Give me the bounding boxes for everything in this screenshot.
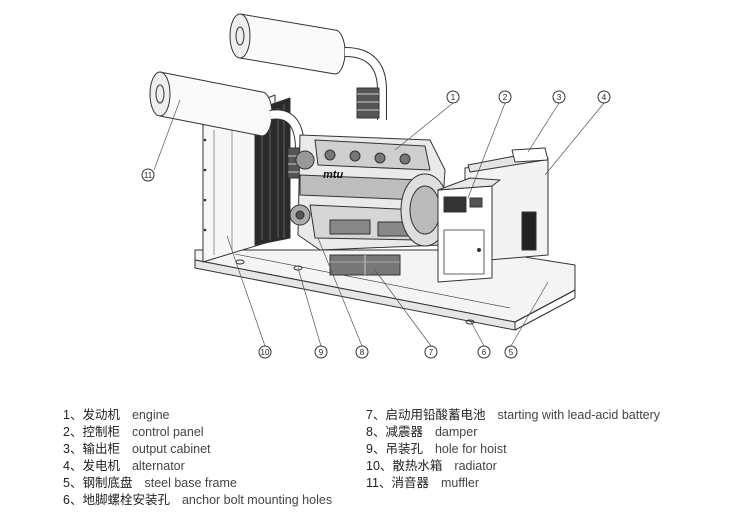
svg-text:3: 3	[557, 93, 562, 102]
hoist-hole	[293, 265, 303, 271]
svg-text:4: 4	[602, 93, 607, 102]
legend-item: 8、减震器 damper	[366, 424, 660, 441]
callout-2: 2	[498, 90, 512, 104]
legend-label-cn: 吊装孔	[385, 442, 423, 456]
callouts: 1 2 3 4 5 6 7 8 9 10 11	[141, 90, 611, 359]
legend-number: 8、	[366, 425, 386, 439]
svg-text:9: 9	[319, 348, 324, 357]
legend-number: 3、	[63, 442, 83, 456]
legend-item: 3、输出柜 output cabinet	[63, 441, 332, 458]
generator-set-diagram: mtu	[141, 13, 611, 359]
output-cabinet	[511, 147, 549, 163]
svg-text:1: 1	[451, 93, 456, 102]
callout-10: 10	[258, 345, 272, 359]
legend-label-en: muffler	[441, 476, 479, 490]
legend-number: 2、	[63, 425, 83, 439]
legend-label-en: anchor bolt mounting holes	[181, 493, 333, 507]
legend-number: 6、	[63, 493, 83, 507]
legend-label-en: control panel	[131, 425, 204, 439]
legend-label-en: radiator	[454, 459, 497, 473]
callout-1: 1	[446, 90, 460, 104]
legend-label-en: output cabinet	[131, 442, 211, 456]
legend-number: 4、	[63, 459, 83, 473]
legend-item: 11、消音器 muffler	[366, 475, 660, 492]
callout-7: 7	[424, 345, 438, 359]
starting-battery	[329, 254, 401, 276]
legend-left: 1、发动机 engine 2、控制柜 control panel 3、输出柜 outp…	[63, 407, 332, 509]
legend-number: 10、	[366, 459, 393, 473]
legend-number: 5、	[63, 476, 83, 490]
legend-label-cn: 散热水箱	[392, 459, 443, 473]
legend-number: 11、	[366, 476, 392, 490]
svg-text:5: 5	[509, 348, 514, 357]
legend-item: 9、吊装孔 hole for hoist	[366, 441, 660, 458]
legend-right: 7、启动用铅酸蓄电池 starting with lead-acid batter…	[366, 407, 660, 492]
legend-item: 10、散热水箱 radiator	[366, 458, 660, 475]
callout-4: 4	[597, 90, 611, 104]
legend-item: 1、发动机 engine	[63, 407, 332, 424]
legend-label-cn: 发动机	[82, 408, 120, 422]
legend-label-cn: 地脚螺栓安装孔	[82, 493, 170, 507]
legend-label-en: hole for hoist	[434, 442, 507, 456]
callout-8: 8	[355, 345, 369, 359]
legend-item: 5、钢制底盘 steel base frame	[63, 475, 332, 492]
legend-number: 1、	[63, 408, 83, 422]
legend-item: 6、地脚螺栓安装孔 anchor bolt mounting holes	[63, 492, 332, 509]
svg-text:2: 2	[503, 93, 508, 102]
svg-text:8: 8	[360, 348, 365, 357]
svg-text:10: 10	[261, 348, 270, 357]
legend-item: 2、控制柜 control panel	[63, 424, 332, 441]
legend-number: 7、	[366, 408, 386, 422]
legend-label-cn: 控制柜	[82, 425, 120, 439]
legend-label-cn: 消音器	[391, 476, 429, 490]
upper-muffler	[229, 13, 387, 120]
svg-text:11: 11	[144, 171, 153, 180]
control-panel	[437, 177, 501, 283]
legend-item: 7、启动用铅酸蓄电池 starting with lead-acid batter…	[366, 407, 660, 424]
svg-text:7: 7	[429, 348, 434, 357]
callout-3: 3	[552, 90, 566, 104]
legend-label-en: damper	[434, 425, 478, 439]
legend-label-cn: 钢制底盘	[82, 476, 133, 490]
engine-logo: mtu	[323, 169, 343, 181]
legend-item: 4、发电机 alternator	[63, 458, 332, 475]
legend-label-cn: 减震器	[385, 425, 423, 439]
legend-label-en: alternator	[131, 459, 185, 473]
svg-text:6: 6	[482, 348, 487, 357]
callout-11: 11	[141, 168, 155, 182]
callout-9: 9	[314, 345, 328, 359]
callout-5: 5	[504, 345, 518, 359]
legend-label-en: engine	[131, 408, 170, 422]
legend-label-cn: 发电机	[82, 459, 120, 473]
legend-label-cn: 启动用铅酸蓄电池	[385, 408, 486, 422]
legend-number: 9、	[366, 442, 386, 456]
callout-6: 6	[477, 345, 491, 359]
legend-label-en: steel base frame	[144, 476, 237, 490]
legend-label-en: starting with lead-acid battery	[497, 408, 661, 422]
legend-label-cn: 输出柜	[82, 442, 120, 456]
callout-leader-lines	[153, 99, 605, 347]
